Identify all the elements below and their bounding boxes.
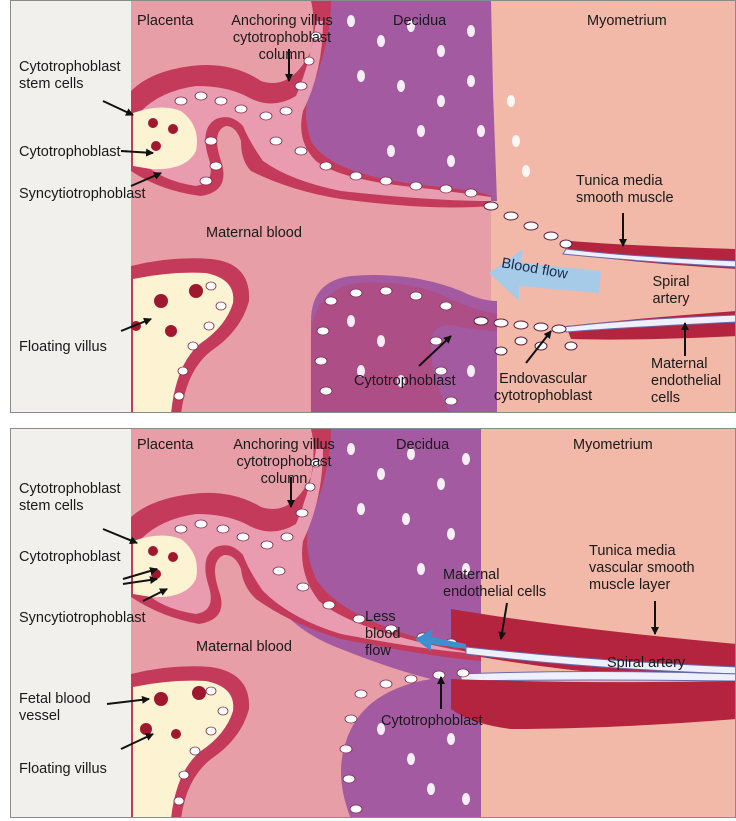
label-less-line2: blood bbox=[365, 626, 400, 643]
label-endo-line2: cytotrophoblast bbox=[483, 388, 603, 405]
label-maternal-blood: Maternal blood bbox=[196, 639, 292, 656]
label-spiral-artery: Spiral artery bbox=[631, 274, 711, 308]
label-cytotrophoblast-stem-cells: Cytotrophoblast stem cells bbox=[19, 481, 121, 515]
label-anchoring-villus-line1: Anchoring villus bbox=[217, 13, 347, 30]
label-tunica-media: Tunica media vascular smooth muscle laye… bbox=[589, 543, 695, 594]
label-anchoring-villus-line3: column bbox=[217, 47, 347, 64]
label-fetal-line2: vessel bbox=[19, 708, 91, 725]
label-spiral-line1: Spiral bbox=[631, 274, 711, 291]
diagram-panel-normal: Placenta Anchoring villus cytotrophoblas… bbox=[10, 0, 736, 413]
label-cytotrophoblast-bottom: Cytotrophoblast bbox=[381, 713, 483, 730]
label-mat-endo-line2: endothelial cells bbox=[443, 584, 546, 601]
diagram-panel-abnormal: Placenta Anchoring villus cytotrophobast… bbox=[10, 428, 736, 818]
label-mat-endo-line2: endothelial bbox=[651, 373, 721, 390]
label-fetal-line1: Fetal blood bbox=[19, 691, 91, 708]
label-placenta: Placenta bbox=[137, 13, 193, 30]
label-less-line1: Less bbox=[365, 609, 400, 626]
label-stem-line1: Cytotrophoblast bbox=[19, 481, 121, 498]
label-less-blood-flow: Less blood flow bbox=[365, 609, 400, 660]
label-mat-endo-line1: Maternal bbox=[443, 567, 546, 584]
label-syncytiotrophoblast: Syncytiotrophoblast bbox=[19, 610, 146, 627]
label-cytotrophoblast-stem-cells: Cytotrophoblast stem cells bbox=[19, 59, 121, 93]
label-stem-line1: Cytotrophoblast bbox=[19, 59, 121, 76]
label-spiral-line2: artery bbox=[631, 291, 711, 308]
label-anchoring-villus: Anchoring villus cytotrophobast column bbox=[219, 437, 349, 488]
label-anchoring-villus-line1: Anchoring villus bbox=[219, 437, 349, 454]
label-maternal-endothelial-cells: Maternal endothelial cells bbox=[651, 356, 721, 407]
label-stem-line2: stem cells bbox=[19, 76, 121, 93]
label-anchoring-villus-line2: cytotrophobast bbox=[219, 454, 349, 471]
label-myometrium: Myometrium bbox=[573, 437, 653, 454]
label-decidua: Decidua bbox=[393, 13, 446, 30]
label-spiral-artery: Spiral artery bbox=[607, 655, 685, 672]
label-syncytiotrophoblast: Syncytiotrophoblast bbox=[19, 186, 146, 203]
label-floating-villus: Floating villus bbox=[19, 339, 107, 356]
label-maternal-endothelial-cells: Maternal endothelial cells bbox=[443, 567, 546, 601]
label-cytotrophoblast: Cytotrophoblast bbox=[19, 144, 121, 161]
label-endo-line1: Endovascular bbox=[483, 371, 603, 388]
label-endovascular-cytotrophoblast: Endovascular cytotrophoblast bbox=[483, 371, 603, 405]
label-tunica-line2: vascular smooth bbox=[589, 560, 695, 577]
label-tunica-media: Tunica media smooth muscle bbox=[576, 173, 674, 207]
label-decidua: Decidua bbox=[396, 437, 449, 454]
label-tunica-line1: Tunica media bbox=[589, 543, 695, 560]
label-mat-endo-line1: Maternal bbox=[651, 356, 721, 373]
label-mat-endo-line3: cells bbox=[651, 390, 721, 407]
label-tunica-line2: smooth muscle bbox=[576, 190, 674, 207]
label-stem-line2: stem cells bbox=[19, 498, 121, 515]
label-cytotrophoblast-bottom: Cytotrophoblast bbox=[354, 373, 456, 390]
label-tunica-line1: Tunica media bbox=[576, 173, 674, 190]
label-anchoring-villus: Anchoring villus cytotrophoblast column bbox=[217, 13, 347, 64]
label-less-line3: flow bbox=[365, 643, 400, 660]
label-tunica-line3: muscle layer bbox=[589, 577, 695, 594]
label-anchoring-villus-line2: cytotrophoblast bbox=[217, 30, 347, 47]
label-maternal-blood: Maternal blood bbox=[206, 225, 302, 242]
label-cytotrophoblast: Cytotrophoblast bbox=[19, 549, 121, 566]
label-placenta: Placenta bbox=[137, 437, 193, 454]
label-anchoring-villus-line3: column bbox=[219, 471, 349, 488]
label-myometrium: Myometrium bbox=[587, 13, 667, 30]
label-floating-villus: Floating villus bbox=[19, 761, 107, 778]
label-fetal-blood-vessel: Fetal blood vessel bbox=[19, 691, 91, 725]
